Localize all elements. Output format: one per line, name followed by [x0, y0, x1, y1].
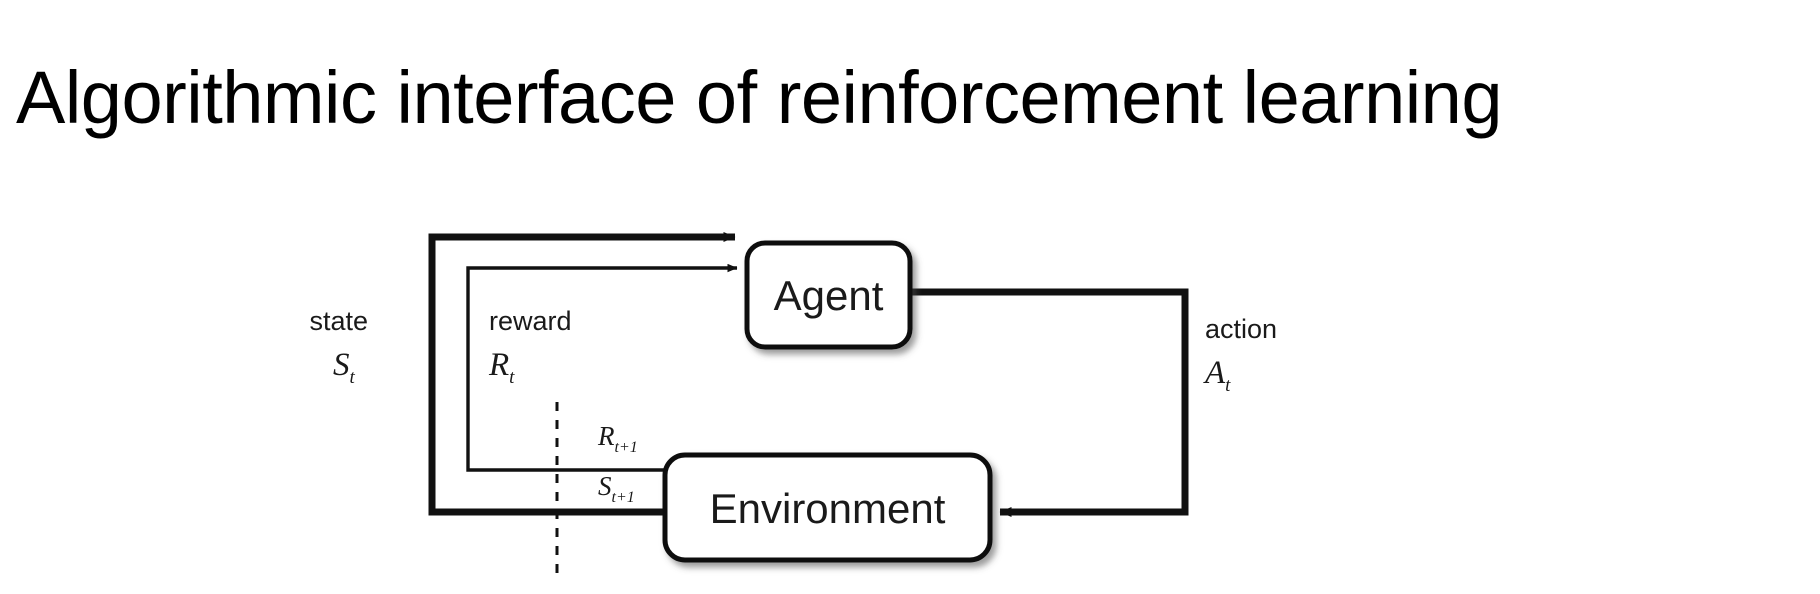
- action-symbol-base: A: [1203, 355, 1226, 391]
- reward-next-symbol-label: Rt+1: [597, 421, 638, 456]
- state-edge-line: [428, 232, 736, 516]
- agent-node[interactable]: Agent: [744, 240, 913, 350]
- state-symbol-base: S: [333, 347, 350, 383]
- reward-next-symbol-subscript: t+1: [615, 439, 638, 456]
- reward-symbol-label: Rt: [488, 347, 515, 388]
- reward-symbol-subscript: t: [509, 367, 515, 388]
- state-next-symbol-label: St+1: [598, 471, 635, 506]
- action-edge-line: [910, 288, 1189, 517]
- action-symbol-label: At: [1203, 355, 1231, 396]
- reward-edge-line: [466, 263, 738, 472]
- reward-word-label: reward: [489, 306, 572, 336]
- action-edge-path: [910, 288, 1189, 517]
- state-symbol-subscript: t: [350, 367, 356, 388]
- environment-box[interactable]: [662, 452, 993, 563]
- environment-label: Environment: [710, 485, 946, 532]
- page-title: Algorithmic interface of reinforcement l…: [16, 55, 1502, 139]
- state-next-symbol-subscript: t+1: [612, 489, 635, 506]
- agent-environment-diagram-svg: Agent Environment state St reward Rt: [309, 232, 1277, 575]
- rl-loop-diagram: Agent Environment state St reward Rt: [0, 150, 1820, 594]
- reward-edge-label: reward Rt: [488, 306, 572, 388]
- state-edge-label: state St: [309, 306, 368, 388]
- state-next-symbol-base: S: [598, 471, 612, 501]
- action-edge-label: action At: [1203, 314, 1277, 396]
- agent-label: Agent: [774, 272, 884, 319]
- reward-edge-path: [466, 263, 738, 472]
- agent-box[interactable]: [744, 240, 913, 350]
- action-symbol-subscript: t: [1225, 375, 1231, 396]
- reward-next-symbol-base: R: [597, 421, 615, 451]
- reward-symbol-base: R: [488, 347, 509, 383]
- environment-node[interactable]: Environment: [662, 452, 993, 563]
- state-edge-path: [428, 232, 736, 516]
- state-word-label: state: [309, 306, 368, 336]
- state-symbol-label: St: [333, 347, 356, 388]
- action-word-label: action: [1205, 314, 1277, 344]
